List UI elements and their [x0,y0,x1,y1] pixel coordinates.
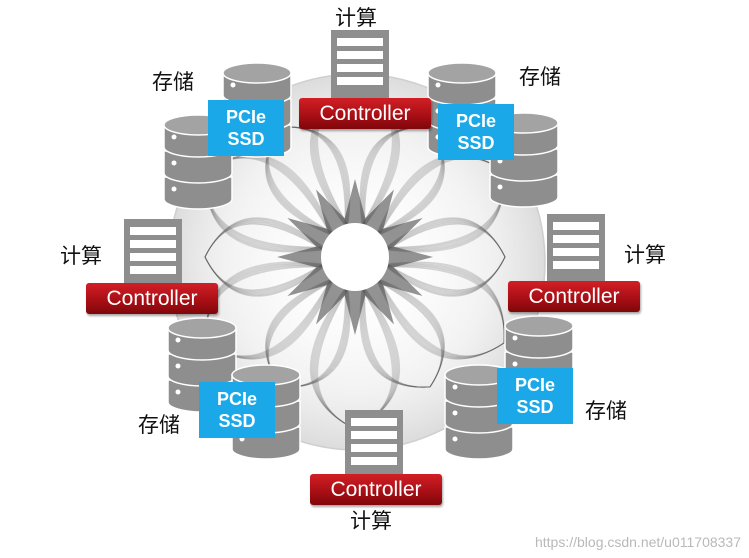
mesh-petal-line [362,280,444,388]
mesh-petal-line [387,221,506,293]
mesh-petal-line [387,217,506,297]
mesh-petal-line [377,263,505,359]
pcie-ssd-badge-bottom-left: PCIe SSD [199,382,275,438]
mesh-petal-line [387,219,506,295]
mesh-petal-line [386,217,506,297]
ssd-badge-line1: PCIe [225,107,267,127]
controller-label-left: Controller [86,283,218,314]
controller-label-top: Controller [299,98,431,129]
mesh-petal-line [378,263,505,359]
controller-label-bottom: Controller [310,474,442,505]
server-icon-left [124,219,182,287]
pcie-ssd-badge-bottom-right: PCIe SSD [497,368,573,424]
mesh-petal-line [362,280,444,388]
mesh-petal-line [387,218,506,296]
database-icon-bottom-right-front [444,364,514,460]
controller-label-right: Controller [508,281,640,312]
mesh-petal-line [204,219,323,295]
ssd-badge-line2: SSD [516,397,554,417]
watermark-text: https://blog.csdn.net/u011708337 [534,534,741,550]
mesh-center-hole [321,223,389,291]
mesh-petal-line [204,221,323,293]
mesh-petal-line [379,266,505,357]
mesh-petal-line [378,264,505,358]
mesh-petal-line [204,223,323,291]
mesh-petal-line [379,266,505,357]
ssd-badge-line1: PCIe [216,389,258,409]
mesh-petal-line [363,281,443,388]
mesh-petal-line [364,281,442,388]
server-icon-bottom [345,410,403,478]
mesh-petal-line [377,262,505,360]
mesh-petal-line [387,222,506,292]
ssd-badge-line1: PCIe [514,375,556,395]
mesh-petal-line [387,222,506,292]
ssd-badge-line1: PCIe [455,111,497,131]
mesh-petal-line [204,218,323,296]
mesh-petal-line [360,279,445,388]
mesh-petal-line [204,217,323,297]
pcie-ssd-badge-top-right: PCIe SSD [438,104,514,160]
mesh-petal-line [361,280,444,388]
compute-label-left: 计算 [60,244,102,268]
server-icon-right [547,214,605,284]
mesh-petal-line [359,279,445,388]
mesh-petal-line [204,220,323,294]
storage-label-bottom-right: 存储 [585,399,627,423]
mesh-petal-line [377,261,505,360]
compute-label-bottom: 计算 [350,509,392,533]
mesh-petal-line [204,222,323,292]
server-icon-top [331,30,389,102]
mesh-petal-line [387,223,506,291]
mesh-petal-line [363,280,443,388]
ssd-badge-line2: SSD [218,411,256,431]
storage-label-top-right: 存储 [519,65,561,89]
mesh-petal-line [378,265,505,358]
mesh-petal-line [204,217,324,297]
mesh-petal-line [378,264,505,359]
pcie-ssd-badge-top-left: PCIe SSD [208,100,284,156]
ssd-badge-line2: SSD [227,129,265,149]
storage-label-top-left: 存储 [152,70,194,94]
mesh-petal-line [204,222,323,292]
mesh-petal-line [387,220,506,294]
compute-label-top: 计算 [335,6,377,30]
mesh-petal-line [360,279,445,388]
ssd-badge-line2: SSD [457,133,495,153]
compute-label-right: 计算 [624,243,666,267]
storage-label-bottom-left: 存储 [138,413,180,437]
